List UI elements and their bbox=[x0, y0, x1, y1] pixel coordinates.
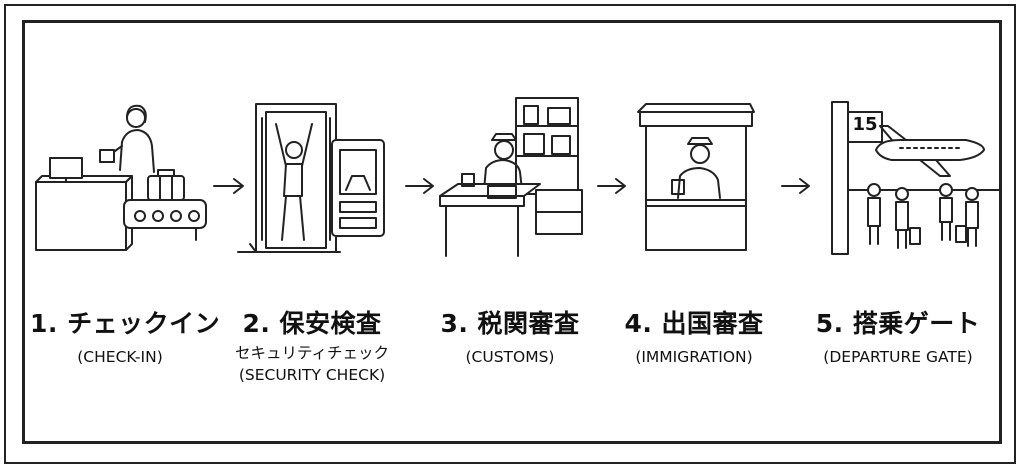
step-subtitle-english: (SECURITY CHECK) bbox=[238, 366, 386, 384]
check-in-illustration bbox=[35, 104, 207, 251]
immigration-illustration bbox=[637, 103, 755, 251]
arrow-icon bbox=[405, 178, 434, 194]
arrow-icon bbox=[781, 178, 810, 194]
arrow-icon bbox=[213, 178, 244, 194]
step-2-label: 2. 保安検査 セキュリティチェック (SECURITY CHECK) bbox=[222, 304, 402, 386]
outer-frame bbox=[4, 4, 1016, 464]
step-title: 3. 税関審査 bbox=[440, 309, 580, 338]
inner-frame bbox=[22, 20, 1002, 444]
departure-gate-illustration bbox=[831, 101, 1001, 255]
security-check-illustration bbox=[237, 103, 385, 253]
step-4-label: 4. 出国審査 (IMMIGRATION) bbox=[604, 304, 784, 368]
arrow-icon bbox=[597, 178, 626, 194]
step-subtitle: (CHECK-IN) bbox=[77, 348, 163, 366]
step-3-label: 3. 税関審査 (CUSTOMS) bbox=[420, 304, 600, 368]
step-subtitle: セキュリティチェック bbox=[234, 344, 390, 362]
customs-illustration bbox=[439, 97, 583, 257]
step-1-label: 1. チェックイン (CHECK-IN) bbox=[30, 304, 221, 368]
step-title: 1. チェックイン bbox=[30, 309, 221, 338]
step-title: 5. 搭乗ゲート bbox=[815, 309, 981, 338]
gate-number: 15 bbox=[852, 114, 878, 135]
step-title: 4. 出国審査 bbox=[624, 309, 764, 338]
step-subtitle: (DEPARTURE GATE) bbox=[823, 348, 973, 366]
step-subtitle: (IMMIGRATION) bbox=[635, 348, 753, 366]
step-subtitle: (CUSTOMS) bbox=[465, 348, 555, 366]
step-5-label: 5. 搭乗ゲート (DEPARTURE GATE) bbox=[808, 304, 988, 368]
step-title: 2. 保安検査 bbox=[242, 309, 382, 338]
